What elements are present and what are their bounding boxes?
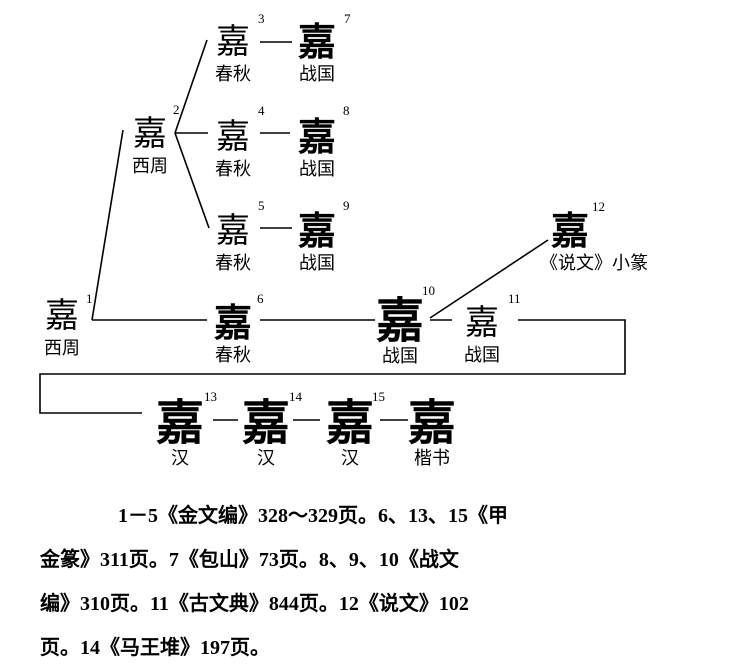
glyph-image: 嘉 — [297, 19, 336, 64]
node-number: 10 — [422, 283, 435, 298]
glyph-image: 嘉 — [155, 395, 204, 451]
period-label: 战国 — [299, 64, 335, 85]
node-number: 8 — [343, 103, 350, 118]
node-number: 12 — [592, 199, 605, 214]
glyph-node-1: 嘉 西周 — [32, 294, 92, 360]
glyph-node-2: 嘉 西周 — [120, 112, 180, 178]
node-number: 3 — [258, 11, 265, 26]
caption-line: 1－5《金文编》328～329页。6、13、15《甲 — [118, 505, 508, 527]
period-label: 战国 — [382, 346, 418, 367]
period-label: 战国 — [299, 159, 335, 180]
glyph-node-13: 嘉 汉 — [150, 398, 210, 470]
period-label: 西周 — [132, 156, 168, 177]
line-2-3 — [174, 39, 208, 134]
node-number: 2 — [173, 102, 180, 117]
node-number: 9 — [343, 198, 350, 213]
node-number: 6 — [257, 291, 264, 306]
period-label: 春秋 — [215, 253, 251, 274]
glyph-image: 嘉 — [216, 22, 250, 62]
glyph-node-4: 嘉 春秋 — [203, 115, 263, 181]
source-caption: 1－5《金文编》328～329页。6、13、15《甲 金篆》311页。7《包山》… — [40, 494, 640, 670]
period-label: 春秋 — [215, 64, 251, 85]
caption-line: 页。14《马王堆》197页。 — [40, 637, 270, 659]
caption-line: 编》310页。11《古文典》844页。12《说文》102 — [40, 593, 469, 615]
period-label: 战国 — [464, 345, 500, 366]
glyph-node-10: 嘉 战国 — [370, 296, 430, 368]
period-label: 楷书 — [414, 448, 450, 469]
period-label: 汉 — [341, 448, 359, 469]
line-11-13 — [39, 319, 626, 414]
period-label: 汉 — [257, 448, 275, 469]
period-label: 春秋 — [215, 159, 251, 180]
glyph-node-3: 嘉 春秋 — [203, 20, 263, 86]
line-2-5 — [174, 132, 210, 229]
glyph-image: 嘉 — [216, 117, 250, 157]
node-number: 4 — [258, 103, 265, 118]
glyph-node-kaishu: 嘉 楷书 — [402, 398, 462, 470]
glyph-image: 嘉 — [216, 211, 250, 251]
line-10-12 — [429, 239, 549, 319]
glyph-node-15: 嘉 汉 — [320, 398, 380, 470]
glyph-node-12: 嘉 《说文》小篆 — [540, 208, 648, 275]
period-label: 春秋 — [215, 345, 251, 366]
period-label: 战国 — [299, 253, 335, 274]
glyph-node-6: 嘉 春秋 — [203, 301, 263, 367]
node-number: 14 — [289, 389, 302, 404]
glyph-image: 嘉 — [550, 208, 589, 253]
node-number: 15 — [372, 389, 385, 404]
caption-line: 金篆》311页。7《包山》73页。8、9、10《战文 — [40, 549, 459, 571]
period-label: 《说文》小篆 — [540, 253, 648, 274]
glyph-node-7: 嘉 战国 — [287, 20, 347, 86]
glyph-node-11: 嘉 战国 — [452, 301, 512, 367]
glyph-image: 嘉 — [45, 296, 79, 336]
line-1-2 — [91, 129, 124, 321]
glyph-node-9: 嘉 战国 — [287, 209, 347, 275]
glyph-image: 嘉 — [375, 293, 424, 349]
glyph-image: 嘉 — [213, 300, 252, 345]
node-number: 7 — [344, 11, 351, 26]
glyph-node-14: 嘉 汉 — [236, 398, 296, 470]
period-label: 汉 — [171, 448, 189, 469]
glyph-image: 嘉 — [297, 114, 336, 159]
glyph-image: 嘉 — [241, 395, 290, 451]
glyph-image: 嘉 — [465, 303, 499, 343]
glyph-image: 嘉 — [297, 208, 336, 253]
glyph-node-8: 嘉 战国 — [287, 115, 347, 181]
node-number: 5 — [258, 198, 265, 213]
node-number: 1 — [86, 291, 93, 306]
node-number: 13 — [204, 389, 217, 404]
period-label: 西周 — [44, 338, 80, 359]
glyph-image: 嘉 — [407, 395, 456, 451]
node-number: 11 — [508, 291, 521, 306]
glyph-image: 嘉 — [325, 395, 374, 451]
glyph-node-5: 嘉 春秋 — [203, 209, 263, 275]
glyph-image: 嘉 — [133, 114, 167, 154]
